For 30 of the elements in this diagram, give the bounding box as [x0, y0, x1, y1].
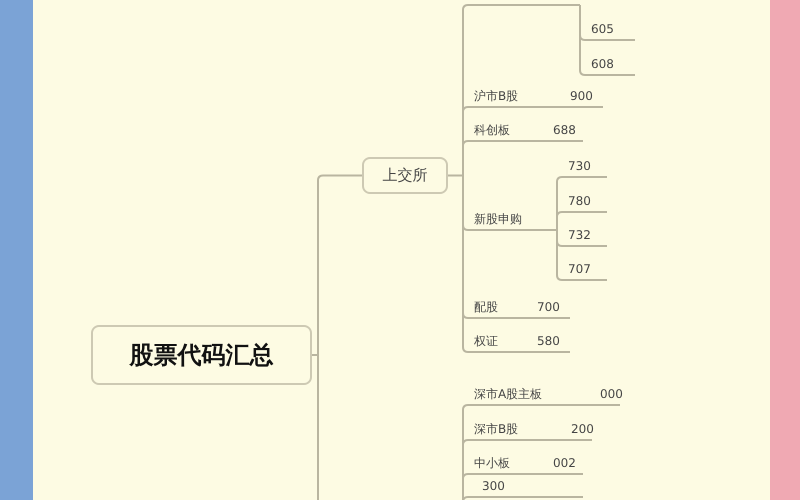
- underlined-topic: 300: [476, 475, 583, 498]
- underlined-topic: 605: [585, 18, 635, 41]
- topic-box: 上交所: [362, 157, 448, 194]
- underlined-topic: 707: [562, 258, 607, 281]
- underlined-topic: 新股申购: [468, 205, 557, 231]
- topic-label: 配股: [474, 300, 498, 314]
- code-number: 580: [537, 334, 560, 348]
- underlined-topic: 732: [562, 224, 607, 247]
- topic-label: 中小板: [474, 456, 510, 470]
- underlined-topic: 780: [562, 190, 607, 213]
- topic-label: 深市B股: [474, 422, 518, 436]
- underlined-topic: 730: [562, 155, 607, 178]
- topic-label: 沪市B股: [474, 89, 518, 103]
- topic-label: 科创板: [474, 123, 510, 137]
- connector-line: [579, 4, 586, 76]
- code-number: 700: [537, 300, 560, 314]
- code-number: 000: [600, 387, 623, 401]
- root-topic-box: 股票代码汇总: [91, 325, 312, 385]
- code-number: 200: [571, 422, 594, 436]
- topic-label: 深市A股主板: [474, 387, 542, 401]
- connector-line: [462, 496, 476, 500]
- connector-line: [556, 229, 563, 281]
- code-number: 002: [553, 456, 576, 470]
- connector-line: [556, 211, 563, 231]
- code-number: 688: [553, 123, 576, 137]
- underlined-topic: 608: [585, 53, 635, 76]
- code-number: 900: [570, 89, 593, 103]
- connector-line: [448, 174, 469, 353]
- topic-label: 权证: [474, 334, 498, 348]
- connector-line: [462, 473, 469, 500]
